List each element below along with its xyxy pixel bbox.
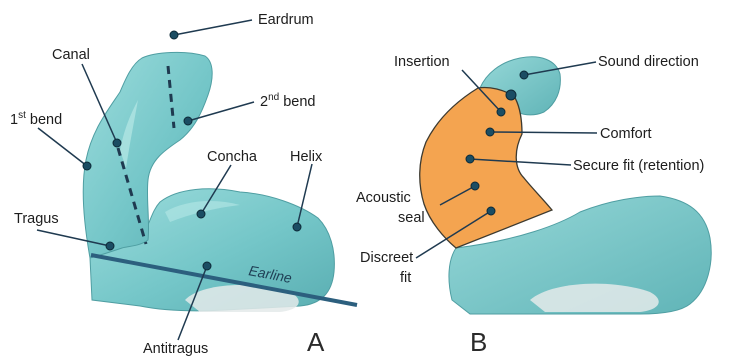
second-bend-word: bend <box>279 94 315 110</box>
second-bend-sup: nd <box>268 92 279 103</box>
panel-a-letter: A <box>307 327 325 357</box>
canal-marker <box>113 139 121 147</box>
helix-label: Helix <box>290 149 323 165</box>
tragus-label: Tragus <box>14 211 59 227</box>
acoustic-seal-label-line1: Acoustic <box>356 190 411 206</box>
first-bend-num: 1 <box>10 112 18 128</box>
panel-b: Insertion Sound direction Comfort Secure… <box>356 54 711 357</box>
eardrum-label: Eardrum <box>258 12 314 28</box>
first-bend-leader <box>38 128 87 166</box>
acoustic-seal-marker <box>471 182 479 190</box>
panel-b-letter: B <box>470 327 487 357</box>
secure-fit-label: Secure fit (retention) <box>573 158 704 174</box>
tragus-marker <box>106 242 114 250</box>
discreet-fit-label-line1: Discreet <box>360 250 413 266</box>
comfort-leader <box>490 132 597 133</box>
acoustic-seal-label-line2: seal <box>398 210 425 226</box>
first-bend-word: bend <box>26 112 62 128</box>
first-bend-marker <box>83 162 91 170</box>
second-bend-label: 2nd bend <box>260 92 316 110</box>
sound-direction-marker <box>520 71 528 79</box>
concha-label: Concha <box>207 149 258 165</box>
eardrum-marker <box>170 31 178 39</box>
eardrum-leader <box>174 20 252 35</box>
first-bend-label: 1st bend <box>10 110 62 128</box>
second-bend-marker <box>184 117 192 125</box>
comfort-label: Comfort <box>600 126 652 142</box>
sound-direction-label: Sound direction <box>598 54 699 70</box>
antitragus-label: Antitragus <box>143 341 208 357</box>
antitragus-marker <box>203 262 211 270</box>
second-bend-num: 2 <box>260 94 268 110</box>
canal-label: Canal <box>52 47 90 63</box>
discreet-fit-marker <box>487 207 495 215</box>
comfort-marker <box>486 128 494 136</box>
concha-marker <box>197 210 205 218</box>
discreet-fit-label-line2: fit <box>400 270 411 286</box>
secure-fit-marker <box>466 155 474 163</box>
helix-marker <box>293 223 301 231</box>
insertion-marker <box>497 108 505 116</box>
sound-port-marker <box>506 90 516 100</box>
insertion-label: Insertion <box>394 54 450 70</box>
panel-a: Earline Eardrum Canal 1st bend 2nd bend … <box>10 12 357 357</box>
